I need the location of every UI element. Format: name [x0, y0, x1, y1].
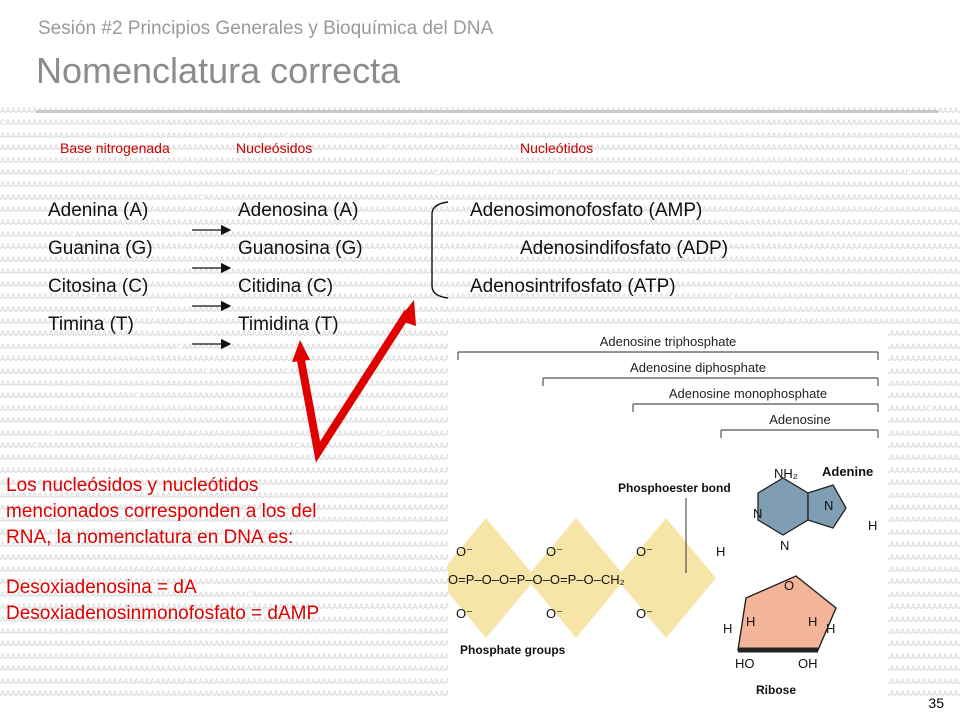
svg-text:O⁻: O⁻ [456, 606, 473, 621]
checkmark-arrowhead-icon [398, 300, 416, 326]
svg-text:H: H [826, 621, 835, 636]
label-phosphoester-bond: Phosphoester bond [618, 481, 731, 495]
page-number: 35 [928, 695, 944, 711]
header-nucleotides: Nucleótidos [520, 140, 594, 156]
svg-text:O⁻: O⁻ [636, 544, 653, 559]
label-adenosine-monophosphate: Adenosine monophosphate [669, 386, 827, 401]
svg-text:O⁻: O⁻ [456, 544, 473, 559]
svg-text:H: H [868, 518, 877, 533]
nucleotide-atp: Adenosintrifosfato (ATP) [470, 276, 676, 297]
label-adenine: Adenine [822, 464, 873, 479]
arrow-icons [192, 224, 232, 350]
svg-text:N: N [780, 538, 789, 553]
brace-icon [431, 201, 449, 299]
note-text: Los nucleósidos y nucleótidos mencionado… [6, 473, 319, 627]
base-guanine: Guanina (G) [48, 238, 153, 259]
label-adenosine-diphosphate: Adenosine diphosphate [630, 360, 766, 375]
note-line: Los nucleósidos y nucleótidos [6, 475, 259, 496]
label-phosphate-groups: Phosphate groups [460, 643, 566, 657]
slide-title: Nomenclatura correcta [36, 50, 401, 91]
note-example: Desoxiadenosina = dA [6, 577, 197, 598]
base-thymine: Timina (T) [48, 314, 134, 335]
svg-text:H: H [716, 544, 725, 559]
note-line: mencionados corresponden a los del [6, 501, 317, 522]
header-nucleosides: Nucleósidos [236, 140, 313, 156]
svg-text:O⁻: O⁻ [636, 606, 653, 621]
svg-text:OH: OH [798, 656, 818, 671]
note-line: RNA, la nomenclatura en DNA es: [6, 527, 294, 548]
svg-text:H: H [808, 614, 817, 629]
slide-subtitle: Sesión #2 Principios Generales y Bioquím… [38, 18, 494, 39]
nucleoside-cytidine: Citidina (C) [238, 276, 334, 297]
svg-text:O=P–O–O=P–O–O=P–O–CH₂: O=P–O–O=P–O–O=P–O–CH₂ [448, 572, 625, 587]
label-ribose: Ribose [756, 683, 796, 697]
label-adenosine: Adenosine [769, 412, 830, 427]
atp-structure-figure: Adenosine triphosphate Adenosine diphosp… [448, 328, 888, 714]
title-divider [36, 110, 938, 113]
base-cytosine: Citosina (C) [48, 276, 149, 297]
svg-text:H: H [723, 621, 732, 636]
svg-text:HO: HO [735, 656, 755, 671]
svg-text:NH₂: NH₂ [774, 466, 798, 481]
base-adenine: Adenina (A) [48, 200, 149, 221]
checkmark-arrowhead-icon [292, 340, 310, 362]
checkmark-icon [296, 309, 412, 463]
svg-text:O⁻: O⁻ [546, 606, 563, 621]
header-base: Base nitrogenada [60, 140, 170, 156]
note-example: Desoxiadenosinmonofosfato = dAMP [6, 603, 320, 624]
svg-text:O⁻: O⁻ [546, 544, 563, 559]
nucleoside-guanosine: Guanosina (G) [238, 238, 363, 259]
svg-text:N: N [824, 498, 833, 513]
nucleotide-adp: Adenosindifosfato (ADP) [520, 238, 729, 259]
svg-text:H: H [746, 614, 755, 629]
svg-text:N: N [753, 506, 762, 521]
label-adenosine-triphosphate: Adenosine triphosphate [600, 334, 737, 349]
nucleotide-amp: Adenosimonofosfato (AMP) [470, 200, 703, 221]
svg-text:O: O [784, 578, 794, 593]
nucleoside-thymidine: Timidina (T) [238, 314, 339, 335]
nucleoside-adenosine: Adenosina (A) [238, 200, 359, 221]
